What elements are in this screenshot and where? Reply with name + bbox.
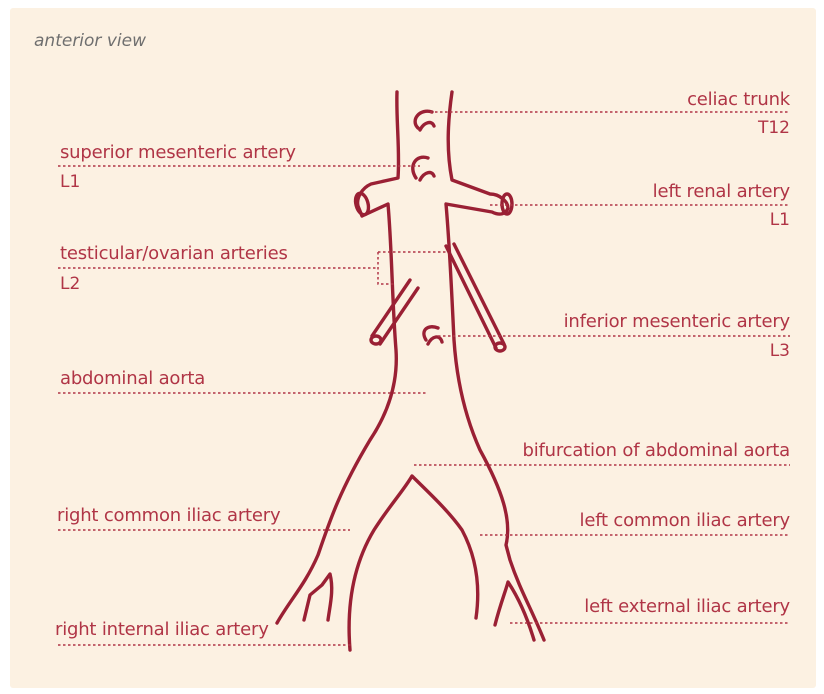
label-right-common-iliac-artery: right common iliac artery <box>57 505 280 526</box>
view-caption: anterior view <box>34 31 146 51</box>
right-internal-iliac-branch <box>304 574 332 620</box>
celiac-trunk-stub <box>415 111 434 130</box>
label-testicular-ovarian-arteries: testicular/ovarian arteries <box>60 243 288 264</box>
aorta-right-wall <box>277 92 399 623</box>
label-right-internal-iliac-artery: right internal iliac artery <box>55 619 269 640</box>
level-celiac-trunk: T12 <box>758 118 790 138</box>
label-inferior-mesenteric-artery: inferior mesenteric artery <box>564 311 790 332</box>
label-bifurcation: bifurcation of abdominal aorta <box>523 440 791 461</box>
right-renal-stub <box>353 192 370 216</box>
label-superior-mesenteric-artery: superior mesenteric artery <box>60 142 296 163</box>
label-left-common-iliac-artery: left common iliac artery <box>580 510 790 531</box>
level-testicular-ovarian-arteries: L2 <box>60 274 80 294</box>
level-left-renal-artery: L1 <box>770 210 790 230</box>
label-abdominal-aorta: abdominal aorta <box>60 368 205 389</box>
level-inferior-mesenteric-artery: L3 <box>770 341 790 361</box>
left-external-iliac-branch <box>495 582 534 640</box>
label-left-external-iliac-artery: left external iliac artery <box>584 596 790 617</box>
sma-stub <box>413 157 434 180</box>
label-left-renal-artery: left renal artery <box>653 181 790 202</box>
aorta-left-wall <box>446 92 544 640</box>
level-superior-mesenteric-artery: L1 <box>60 172 80 192</box>
bifurcation-crotch <box>349 476 478 650</box>
label-celiac-trunk: celiac trunk <box>687 89 790 110</box>
